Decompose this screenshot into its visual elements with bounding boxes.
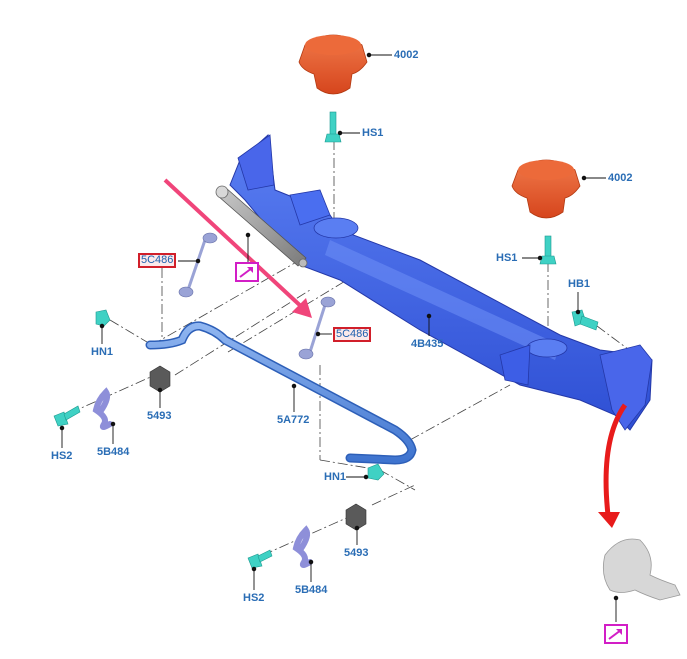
bracket-bottom[interactable]: [292, 525, 313, 568]
stabilizer-link-left[interactable]: [178, 232, 218, 298]
label-bolt-bottom[interactable]: HS2: [243, 592, 265, 604]
label-hs1-top[interactable]: HS1: [362, 127, 384, 139]
label-isolator-top[interactable]: 4002: [394, 49, 419, 61]
bolt-hb1[interactable]: [571, 309, 599, 331]
shock-absorber-reference-link[interactable]: [235, 262, 259, 282]
label-bushing-bottom[interactable]: 5493: [344, 547, 369, 559]
stabilizer-bar[interactable]: [145, 321, 417, 465]
nut-hn1-left[interactable]: [95, 309, 111, 327]
label-bolt-left[interactable]: HS2: [51, 450, 73, 462]
label-hn1-bottom[interactable]: HN1: [324, 471, 347, 483]
label-bushing-left[interactable]: 5493: [147, 410, 172, 422]
label-isolator-right[interactable]: 4002: [608, 172, 633, 184]
bushing-left[interactable]: [149, 365, 171, 393]
crossmember[interactable]: [229, 133, 653, 431]
label-bracket-left[interactable]: 5B484: [97, 446, 130, 458]
label-hb1[interactable]: HB1: [568, 278, 591, 290]
label-link-left-highlighted[interactable]: 5C486: [138, 253, 177, 268]
label-hn1-left[interactable]: HN1: [91, 346, 114, 358]
nut-hn1-bottom[interactable]: [367, 463, 385, 481]
arrow-up-right-icon: [608, 629, 622, 640]
shock-absorber: [215, 185, 308, 268]
isolator-top[interactable]: [298, 34, 368, 95]
label-stabilizer-bar[interactable]: 5A772: [277, 414, 310, 426]
bracket-left[interactable]: [92, 387, 113, 430]
bolt-hs2-bottom[interactable]: [247, 549, 273, 569]
leader-lines: [59, 52, 619, 622]
bolt-hs1-top[interactable]: [324, 111, 342, 143]
bushing-bottom[interactable]: [345, 503, 367, 531]
label-bracket-bottom[interactable]: 5B484: [295, 584, 328, 596]
red-curved-arrow: [598, 403, 628, 528]
knuckle-reference-link[interactable]: [604, 624, 628, 644]
label-link-right-highlighted[interactable]: 5C486: [333, 327, 372, 342]
arrow-up-right-icon: [239, 267, 253, 278]
bolt-hs2-left[interactable]: [53, 405, 81, 427]
isolator-right[interactable]: [511, 159, 581, 219]
label-crossmember[interactable]: 4B435: [411, 338, 444, 350]
bolt-hs1-right[interactable]: [539, 235, 557, 265]
knuckle: [602, 538, 681, 601]
label-hs1-right[interactable]: HS1: [496, 252, 518, 264]
pink-arrow: [163, 178, 312, 318]
stabilizer-link-right[interactable]: [298, 296, 336, 360]
